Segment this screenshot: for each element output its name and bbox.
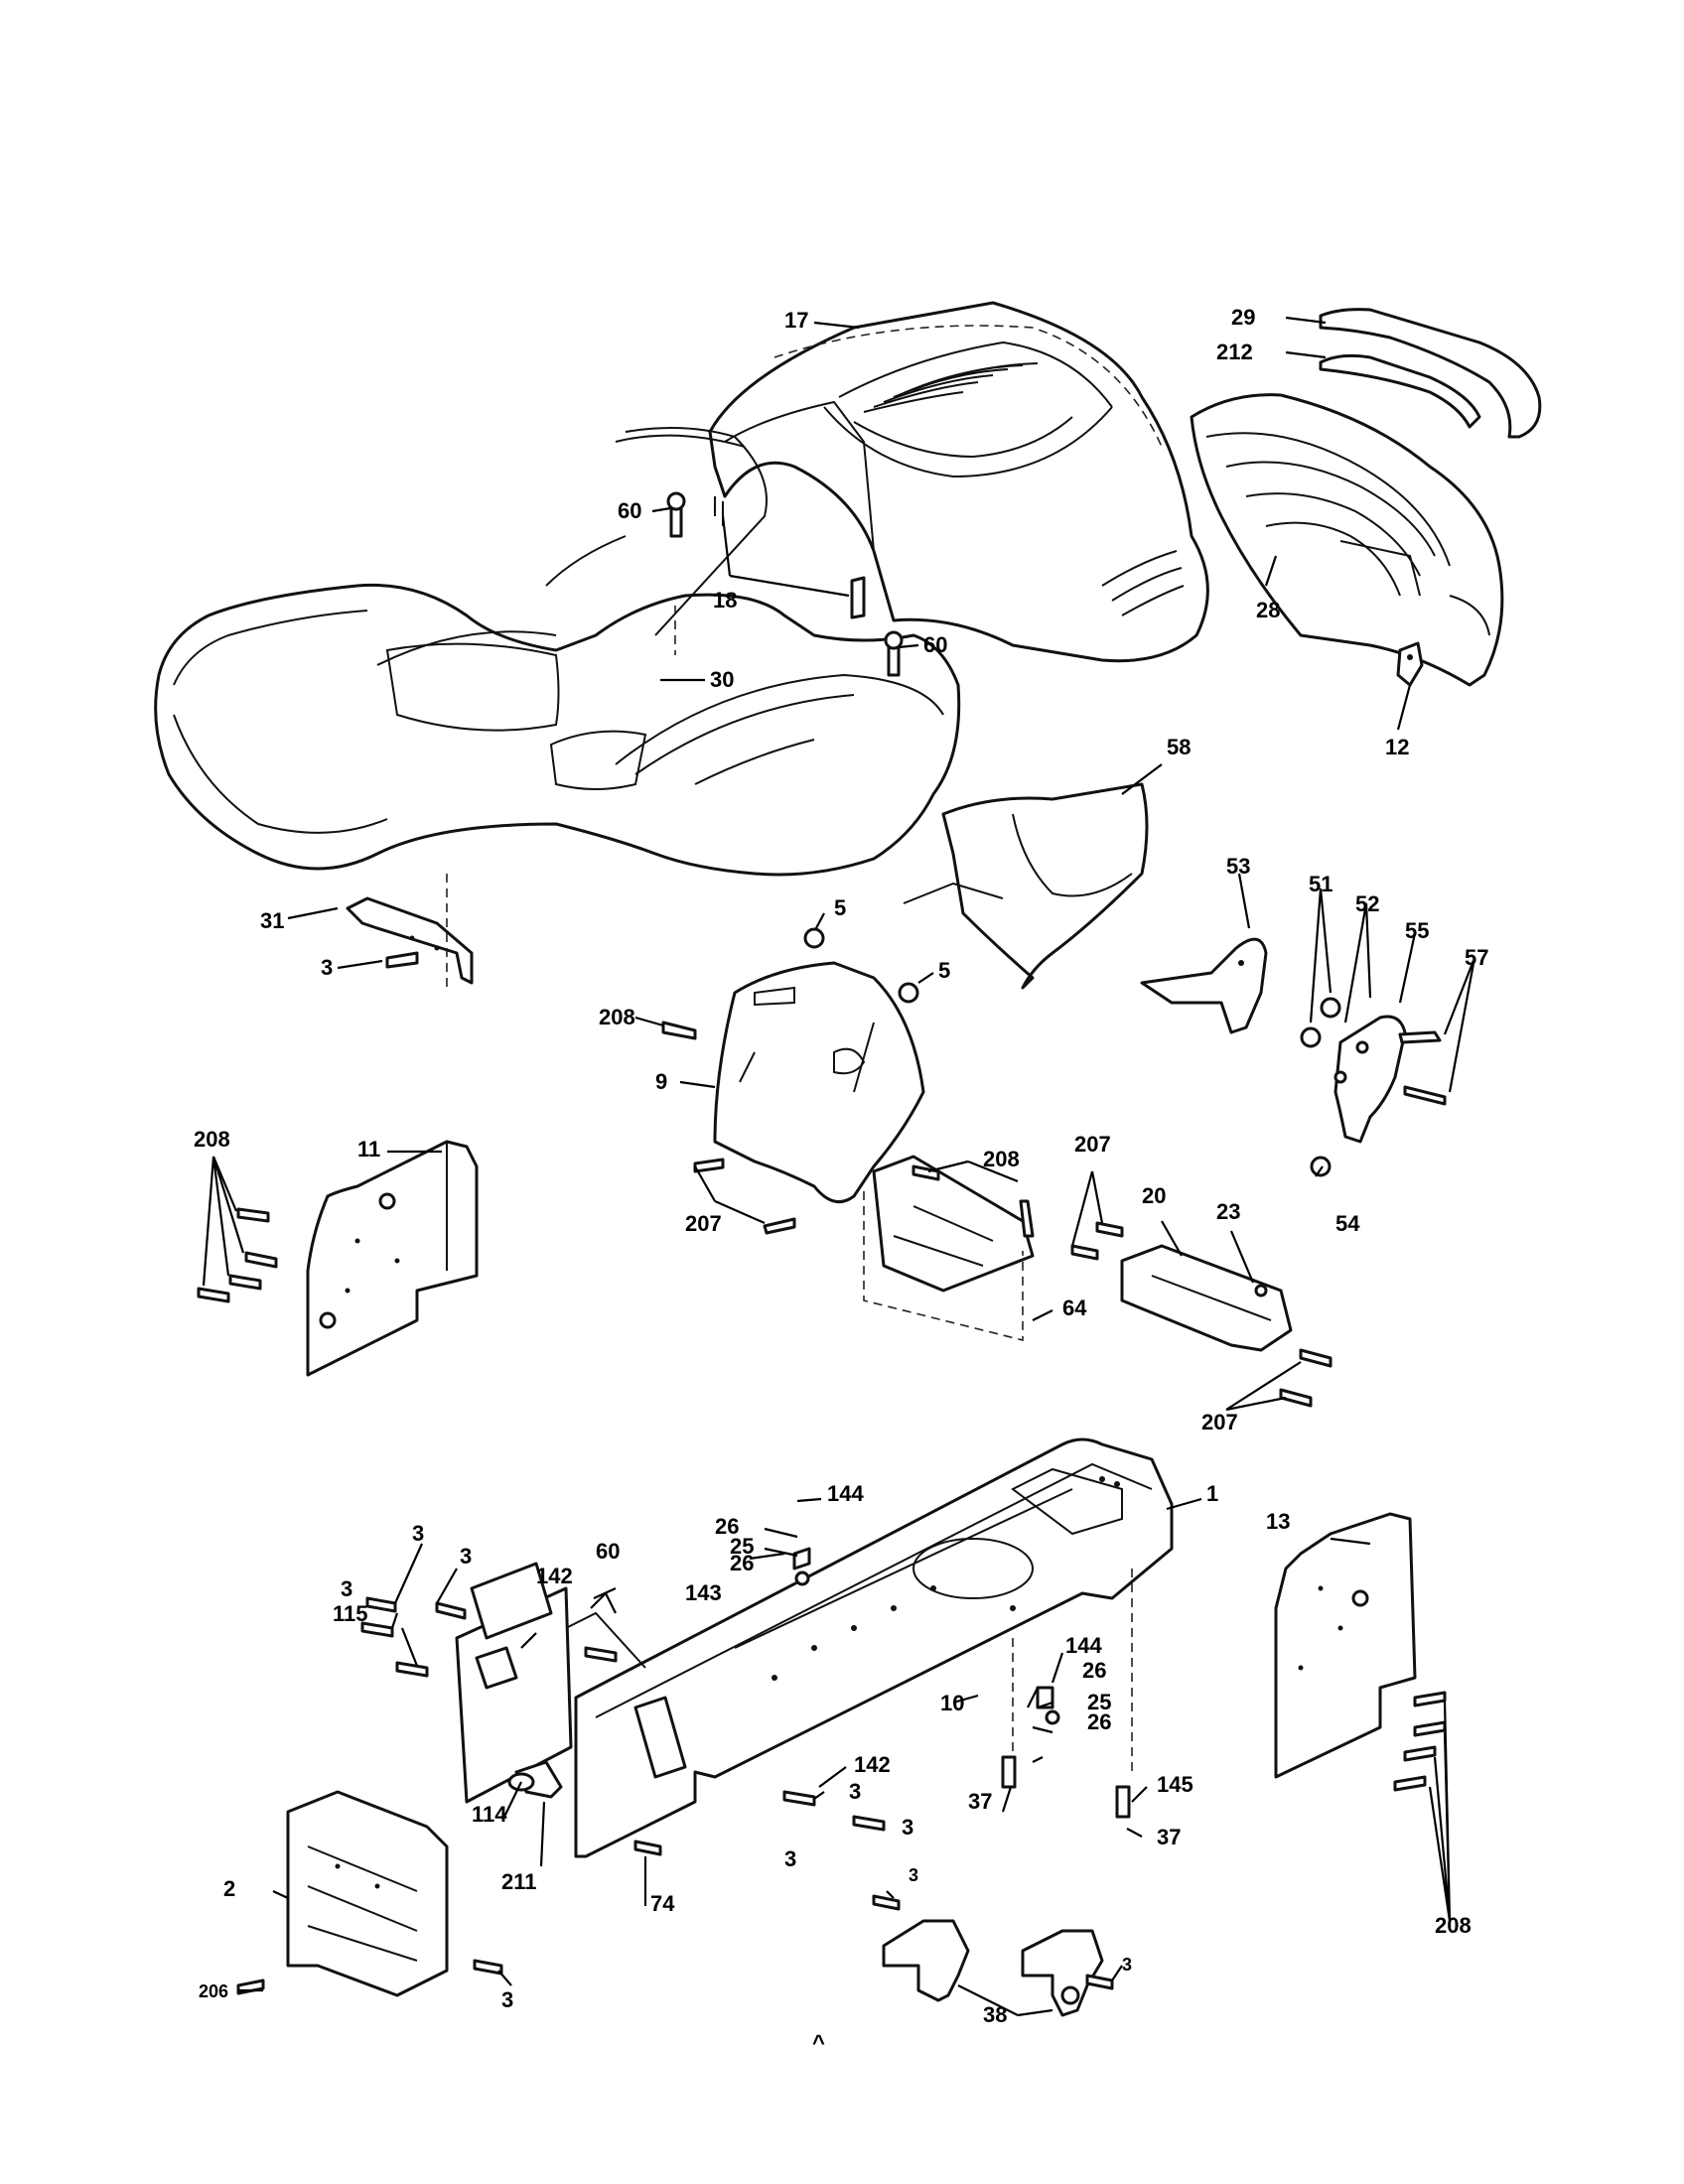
label-60-a: 60 xyxy=(618,498,641,523)
label-142-b: 142 xyxy=(854,1752,891,1777)
bracket-53-part xyxy=(1140,937,1268,1034)
label-142-a: 142 xyxy=(536,1564,573,1588)
label-10: 10 xyxy=(940,1691,964,1715)
grille-part xyxy=(1190,393,1504,687)
label-144-b: 144 xyxy=(1065,1633,1102,1658)
label-5-a: 5 xyxy=(834,895,846,920)
label-18: 18 xyxy=(713,588,737,613)
label-207-a: 207 xyxy=(685,1211,722,1236)
label-3-g: 3 xyxy=(784,1846,796,1871)
label-25-b: 25 xyxy=(1087,1690,1111,1714)
label-2: 2 xyxy=(223,1876,235,1901)
part-labels: 17 29 212 28 12 60 18 30 60 58 31 3 5 5 … xyxy=(194,305,1488,2055)
label-58: 58 xyxy=(1167,735,1191,759)
label-9: 9 xyxy=(655,1069,667,1094)
label-12: 12 xyxy=(1385,735,1409,759)
label-26-a: 26 xyxy=(715,1514,739,1539)
label-52: 52 xyxy=(1355,891,1379,916)
bracket-31-part xyxy=(346,874,474,993)
hood-part xyxy=(708,301,1209,663)
label-26-b: 26 xyxy=(730,1551,754,1575)
label-208-d: 208 xyxy=(1435,1913,1472,1938)
label-206: 206 xyxy=(199,1981,228,2001)
label-207-b: 207 xyxy=(1074,1132,1111,1157)
bracket-12-part xyxy=(1396,641,1424,687)
label-3-c: 3 xyxy=(460,1544,472,1569)
label-13: 13 xyxy=(1266,1509,1290,1534)
label-17: 17 xyxy=(784,308,808,333)
label-26-c: 26 xyxy=(1082,1658,1106,1683)
label-64: 64 xyxy=(1062,1296,1087,1320)
label-207-c: 207 xyxy=(1201,1410,1238,1434)
footer-mark: ^ xyxy=(812,2030,825,2055)
label-115: 115 xyxy=(333,1601,368,1626)
front-plate-2-part xyxy=(286,1790,449,1997)
label-3-d: 3 xyxy=(341,1576,352,1601)
fender-part xyxy=(154,427,961,877)
label-53: 53 xyxy=(1226,854,1250,879)
label-3-b: 3 xyxy=(412,1521,424,1546)
shroud-58-part xyxy=(903,782,1149,990)
label-74: 74 xyxy=(650,1891,675,1916)
label-145: 145 xyxy=(1157,1772,1193,1797)
label-3-i: 3 xyxy=(501,1987,513,2012)
label-3-a: 3 xyxy=(321,955,333,980)
label-55: 55 xyxy=(1405,918,1429,943)
dash-panel-9-part xyxy=(661,927,925,1235)
bracket-38-part xyxy=(882,1919,1104,2017)
label-54: 54 xyxy=(1335,1211,1360,1236)
label-25-a: 25 xyxy=(730,1534,754,1559)
label-60-b: 60 xyxy=(923,632,947,657)
label-144-a: 144 xyxy=(827,1481,864,1506)
plate-20-part xyxy=(1070,1221,1333,1408)
label-3-j: 3 xyxy=(1122,1955,1132,1975)
label-1: 1 xyxy=(1206,1481,1218,1506)
label-212: 212 xyxy=(1216,340,1253,364)
label-57: 57 xyxy=(1465,945,1488,970)
label-143: 143 xyxy=(685,1580,722,1605)
bracket-55-part xyxy=(1300,997,1447,1177)
label-208-a: 208 xyxy=(599,1005,635,1029)
label-37-a: 37 xyxy=(968,1789,992,1814)
label-114: 114 xyxy=(472,1802,507,1827)
label-30: 30 xyxy=(710,667,734,692)
label-211: 211 xyxy=(501,1869,537,1894)
label-3-f: 3 xyxy=(902,1815,913,1840)
hardware-parts xyxy=(236,491,1131,1995)
label-51: 51 xyxy=(1309,872,1333,896)
leader-lines xyxy=(202,316,1476,2017)
label-3-e: 3 xyxy=(849,1779,861,1804)
side-panel-11-part xyxy=(197,1140,479,1377)
label-60-c: 60 xyxy=(596,1539,620,1564)
label-31: 31 xyxy=(260,908,284,933)
plate-64-part xyxy=(863,1155,1035,1342)
side-panel-13-part xyxy=(1274,1512,1447,1792)
label-29: 29 xyxy=(1231,305,1255,330)
label-208-c: 208 xyxy=(194,1127,230,1152)
main-frame-1-part xyxy=(455,1437,1174,1858)
label-20: 20 xyxy=(1142,1183,1166,1208)
label-3-h: 3 xyxy=(909,1865,918,1885)
label-5-b: 5 xyxy=(938,958,950,983)
label-37-b: 37 xyxy=(1157,1825,1181,1849)
label-28: 28 xyxy=(1256,598,1280,622)
label-38: 38 xyxy=(983,2002,1007,2027)
label-23: 23 xyxy=(1216,1199,1240,1224)
label-26-d: 26 xyxy=(1087,1709,1111,1734)
label-11: 11 xyxy=(357,1137,380,1161)
label-208-b: 208 xyxy=(983,1147,1020,1171)
dash-trim-part xyxy=(1319,308,1542,439)
